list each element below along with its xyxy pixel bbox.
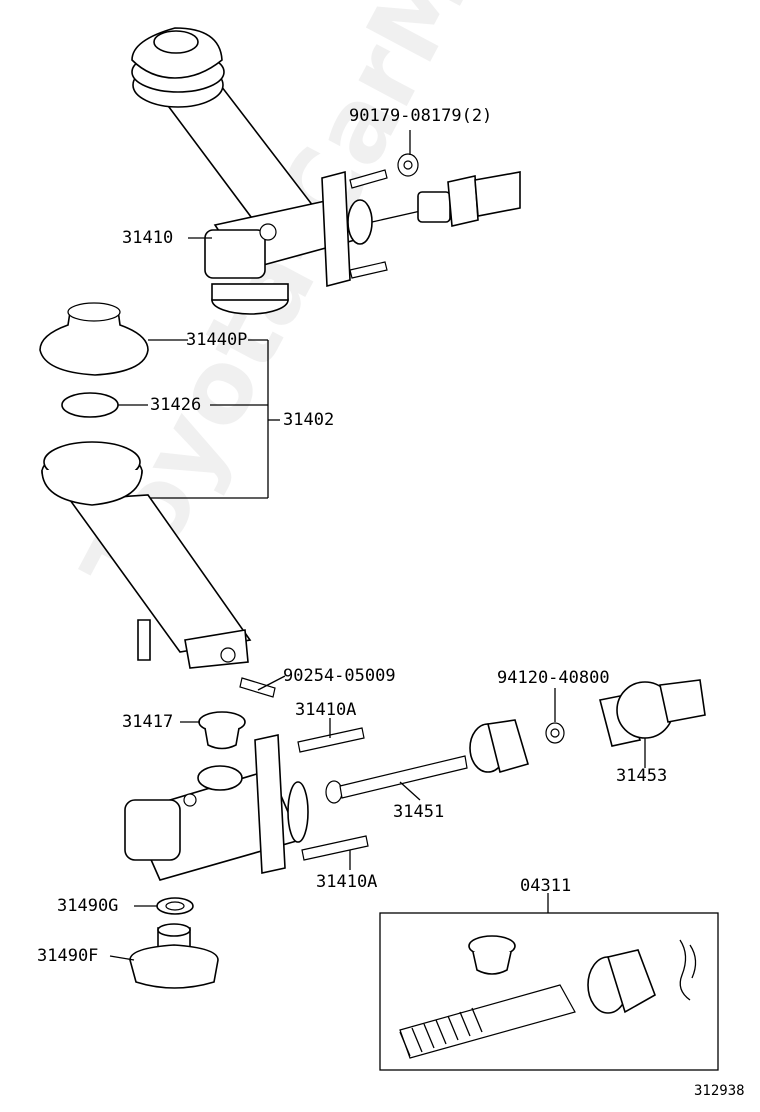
part-label-31417: 31417 [122, 712, 174, 732]
leader-lines [109, 130, 646, 961]
part-label-31490f: 31490F [37, 946, 99, 966]
part-label-31451: 31451 [393, 802, 445, 822]
part-label-31490g: 31490G [57, 896, 119, 916]
part-label-31453: 31453 [616, 766, 668, 786]
part-label-31410a-top: 31410A [295, 700, 357, 720]
part-label-31410a-bottom: 31410A [316, 872, 378, 892]
part-label-94120-40800: 94120-40800 [497, 668, 610, 688]
reservoir-bottom-drawing [129, 897, 219, 989]
exploded-cylinder-drawing [124, 677, 706, 881]
part-label-31426: 31426 [150, 395, 202, 415]
figure-number: 312938 [694, 1083, 745, 1099]
repair-kit-box [379, 893, 719, 1071]
part-label-31410: 31410 [122, 228, 174, 248]
reservoir-kit-drawing [39, 302, 252, 669]
master-cylinder-assembly-drawing [131, 27, 521, 315]
part-label-31440p: 31440P [186, 330, 248, 350]
part-label-31402: 31402 [283, 410, 335, 430]
part-label-90179-08179: 90179-08179(2) [349, 106, 493, 126]
part-label-04311: 04311 [520, 876, 572, 896]
part-label-90254-05009: 90254-05009 [283, 666, 396, 686]
